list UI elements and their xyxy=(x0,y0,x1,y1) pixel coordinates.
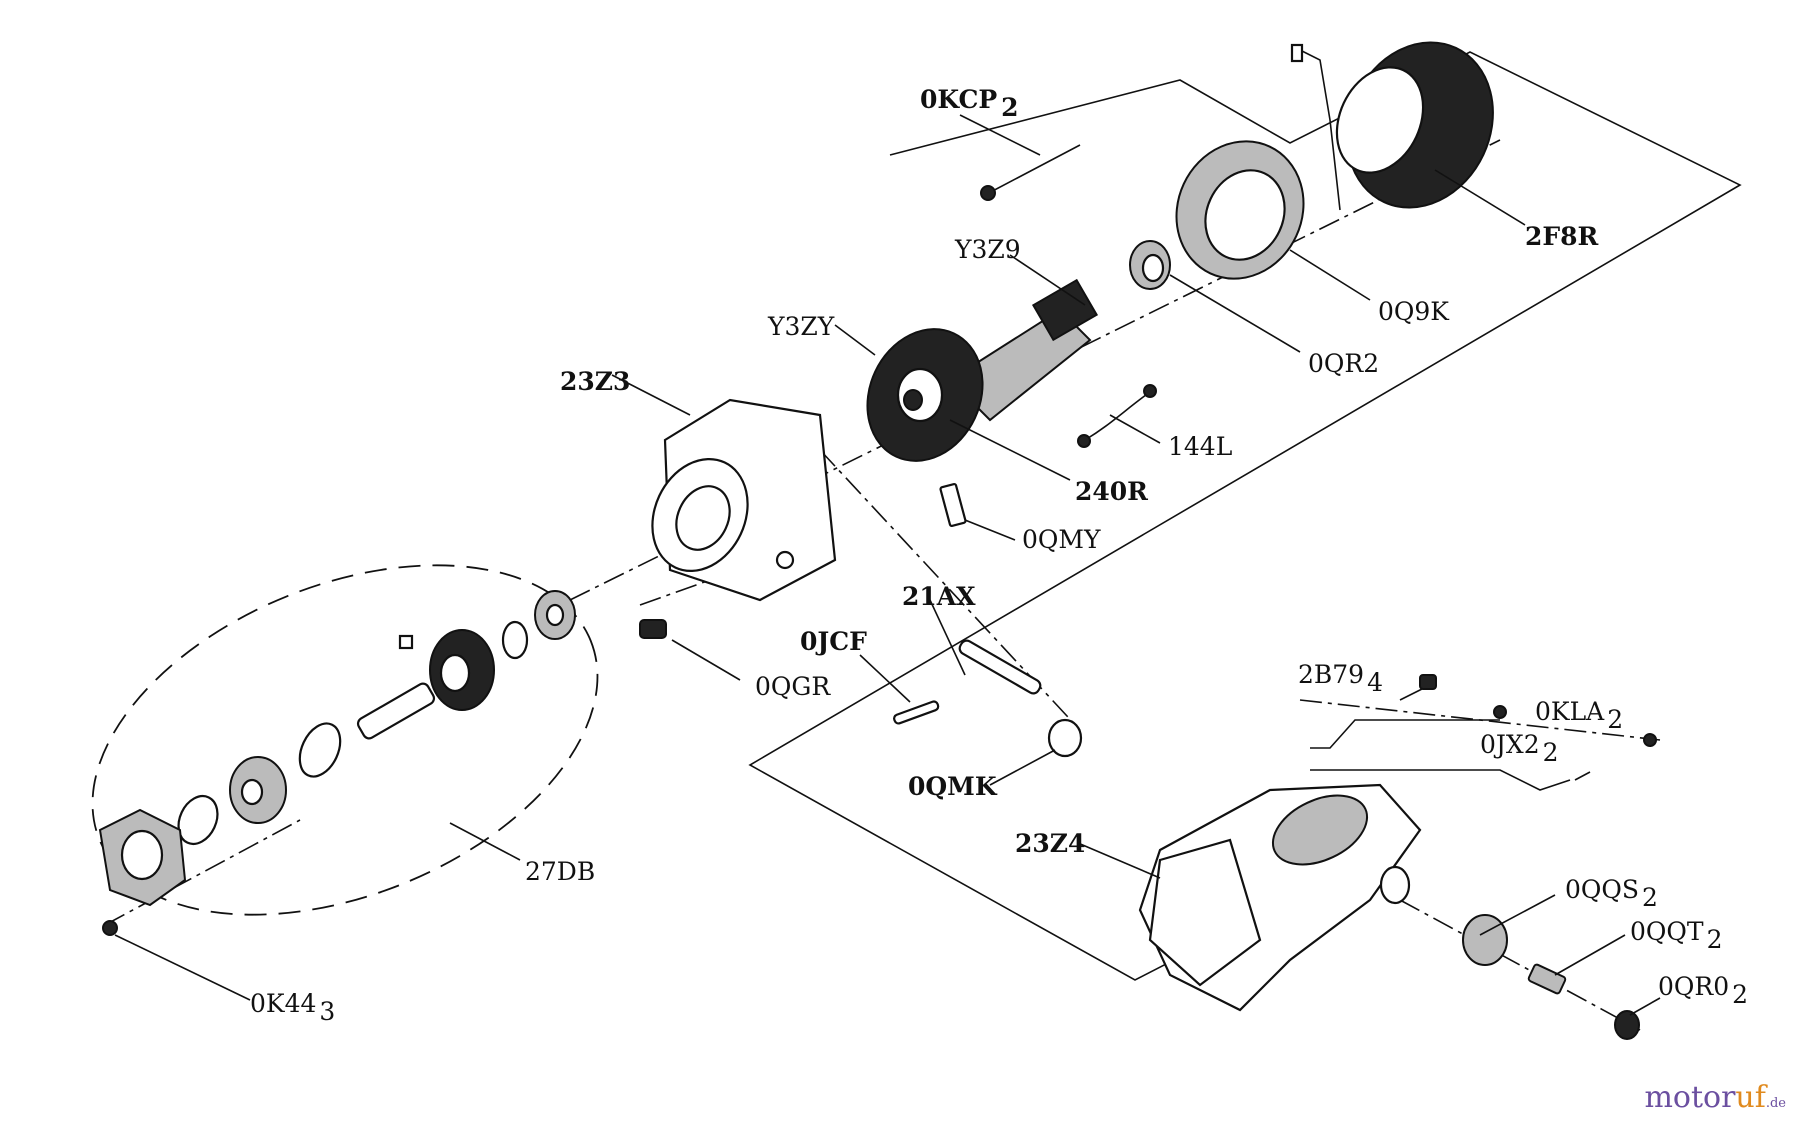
frame-lower-right xyxy=(1310,769,1571,791)
screw-0kla xyxy=(1643,733,1657,747)
cap-0qmk xyxy=(1047,718,1083,758)
label-oq9k: 0Q9K xyxy=(1378,297,1450,326)
label-144l: 144L xyxy=(1168,432,1232,461)
spring-0jx2 xyxy=(1574,771,1591,781)
pin-21ax xyxy=(958,639,1042,695)
label-oqmk: 0QMK xyxy=(908,772,998,801)
screw-head-top xyxy=(1493,705,1507,719)
label-y3zy: Y3ZY xyxy=(767,312,835,341)
label-23z3: 23Z3 xyxy=(560,367,630,396)
field-coil xyxy=(1290,41,1494,211)
cap-0qr0 xyxy=(1614,1010,1640,1040)
motor-housing xyxy=(651,398,837,602)
brush-holder-0qqs xyxy=(1462,914,1508,966)
armature xyxy=(866,278,1099,462)
label-2f8r: 2F8R xyxy=(1525,222,1599,251)
label-y3z9: Y3Z9 xyxy=(954,235,1021,264)
frame-upper xyxy=(748,51,1742,981)
label-oqr2: 0QR2 xyxy=(1308,349,1379,378)
screw-0qgr xyxy=(639,619,667,639)
label-27db: 27DB xyxy=(525,857,595,886)
end-shield xyxy=(1175,140,1305,280)
gear-housing xyxy=(1138,783,1422,1012)
brush-0qqt xyxy=(1527,963,1567,995)
cable-144l xyxy=(1084,391,1151,441)
bolt-0kcp xyxy=(984,144,1081,196)
axis-brush xyxy=(1399,899,1641,1031)
frame-lower-bracket xyxy=(1310,719,1500,749)
label-240r: 240R xyxy=(1075,477,1148,506)
label-ojcf: 0JCF xyxy=(800,627,867,656)
watermark-logo: motoruf.de xyxy=(1644,1080,1786,1115)
label-21ax: 21AX xyxy=(902,582,976,611)
screw-0k44 xyxy=(102,920,118,936)
brush-0qmy xyxy=(939,482,967,528)
pin-0jcf xyxy=(893,700,940,725)
label-23z4: 23Z4 xyxy=(1015,829,1085,858)
gear-group-outline xyxy=(91,564,599,916)
gear-set xyxy=(98,590,576,907)
leader-lines xyxy=(114,114,1661,1016)
label-oqgr: 0QGR xyxy=(755,672,831,701)
axis-lower xyxy=(1299,699,1661,741)
label-oqmy: 0QMY xyxy=(1022,525,1101,554)
